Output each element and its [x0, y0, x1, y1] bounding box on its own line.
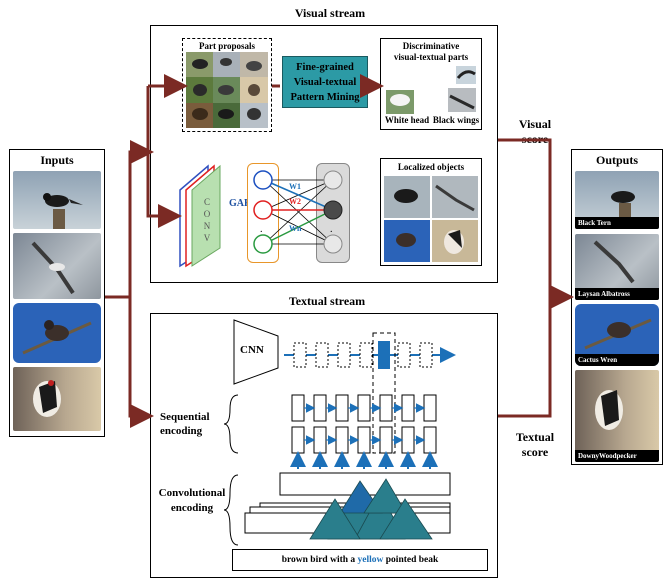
inputs-title: Inputs	[40, 153, 74, 167]
convolutional-encoding-label: Convolutional encoding	[150, 486, 234, 516]
black-tern-photo	[43, 193, 83, 229]
cactus-wren-photo	[22, 320, 92, 355]
convolutional-line: Convolutional	[158, 487, 226, 499]
input-image-albatross	[13, 233, 101, 299]
conv-letter: N	[203, 221, 211, 231]
input-image-cactus-wren	[13, 303, 101, 363]
part-proposals-label: Part proposals	[198, 41, 256, 51]
input-image-black-tern	[13, 171, 101, 229]
visual-stream-title: Visual stream	[294, 6, 366, 20]
output-albatross-photo	[593, 240, 635, 284]
sequential-encoding-label: Sequential encoding	[160, 410, 210, 438]
woodpecker-photo	[33, 380, 61, 417]
fc-connections	[253, 170, 343, 254]
conv-letter: O	[203, 209, 211, 219]
textual-stream-title: Textual stream	[288, 294, 366, 308]
mining-line: Fine-grained	[296, 62, 354, 73]
outputs-title: Outputs	[595, 153, 639, 167]
localized-objects-label: Localized objects	[397, 162, 465, 172]
weight-w2: W2	[289, 197, 301, 206]
sequential-line: Sequential	[160, 411, 210, 423]
localized-objects-box: Localized objects	[380, 158, 482, 266]
sentence-part: pointed beak	[383, 555, 439, 565]
output-woodpecker: DownyWoodpecker	[575, 370, 659, 462]
visual-score-line: Visual	[518, 117, 552, 131]
output-label: DownyWoodpecker	[575, 450, 659, 462]
output-label: Laysan Albatross	[575, 288, 659, 300]
mining-line: Visual-textual	[293, 77, 357, 88]
sentence-highlight: yellow	[357, 555, 384, 565]
cnn-label: CNN	[240, 344, 264, 356]
input-image-woodpecker	[13, 367, 101, 431]
gap-label: GAP	[229, 198, 251, 209]
discriminative-label: Discriminative	[402, 41, 460, 51]
conv-letters: C O N V	[200, 196, 214, 244]
output-cactus-wren-photo	[584, 318, 652, 350]
sequential-line: encoding	[160, 425, 203, 437]
sentence-part: brown bird with a	[281, 555, 358, 565]
conv-letter: V	[203, 233, 211, 243]
discriminative-label: visual-textual parts	[393, 52, 469, 62]
mining-line: Pattern Mining	[290, 92, 360, 103]
black-wings-label: Black wings	[432, 115, 480, 125]
conv-letter: C	[203, 197, 210, 207]
sentence-box: brown bird with a yellow pointed beak	[232, 549, 488, 571]
part-proposals-images	[186, 52, 268, 128]
textual-score-line: score	[521, 445, 549, 459]
textual-diagram	[223, 332, 456, 546]
textual-score-label: Textual score	[505, 430, 565, 460]
output-albatross: Laysan Albatross	[575, 234, 659, 300]
output-label: Cactus Wren	[575, 354, 659, 366]
albatross-photo	[31, 241, 75, 295]
ellipsis-dot: .	[330, 224, 333, 235]
output-label: Black Tern	[575, 217, 659, 229]
weight-w1: W1	[289, 182, 301, 191]
output-black-tern: Black Tern	[575, 171, 659, 229]
discriminative-images	[386, 66, 476, 114]
output-woodpecker-photo	[595, 390, 623, 430]
output-cactus-wren: Cactus Wren	[575, 304, 659, 366]
ellipsis-dot: .	[260, 224, 263, 235]
conv-slabs	[179, 164, 221, 268]
textual-score-line: Textual	[515, 430, 555, 444]
cnn-block	[233, 319, 279, 385]
part-proposals-grid	[186, 52, 268, 128]
localized-images	[384, 176, 478, 262]
weight-wn: Wn	[289, 224, 302, 233]
white-head-label: White head	[384, 115, 430, 125]
pattern-mining-box: Fine-grained Visual-textual Pattern Mini…	[282, 56, 368, 108]
convolutional-line: encoding	[170, 502, 214, 514]
